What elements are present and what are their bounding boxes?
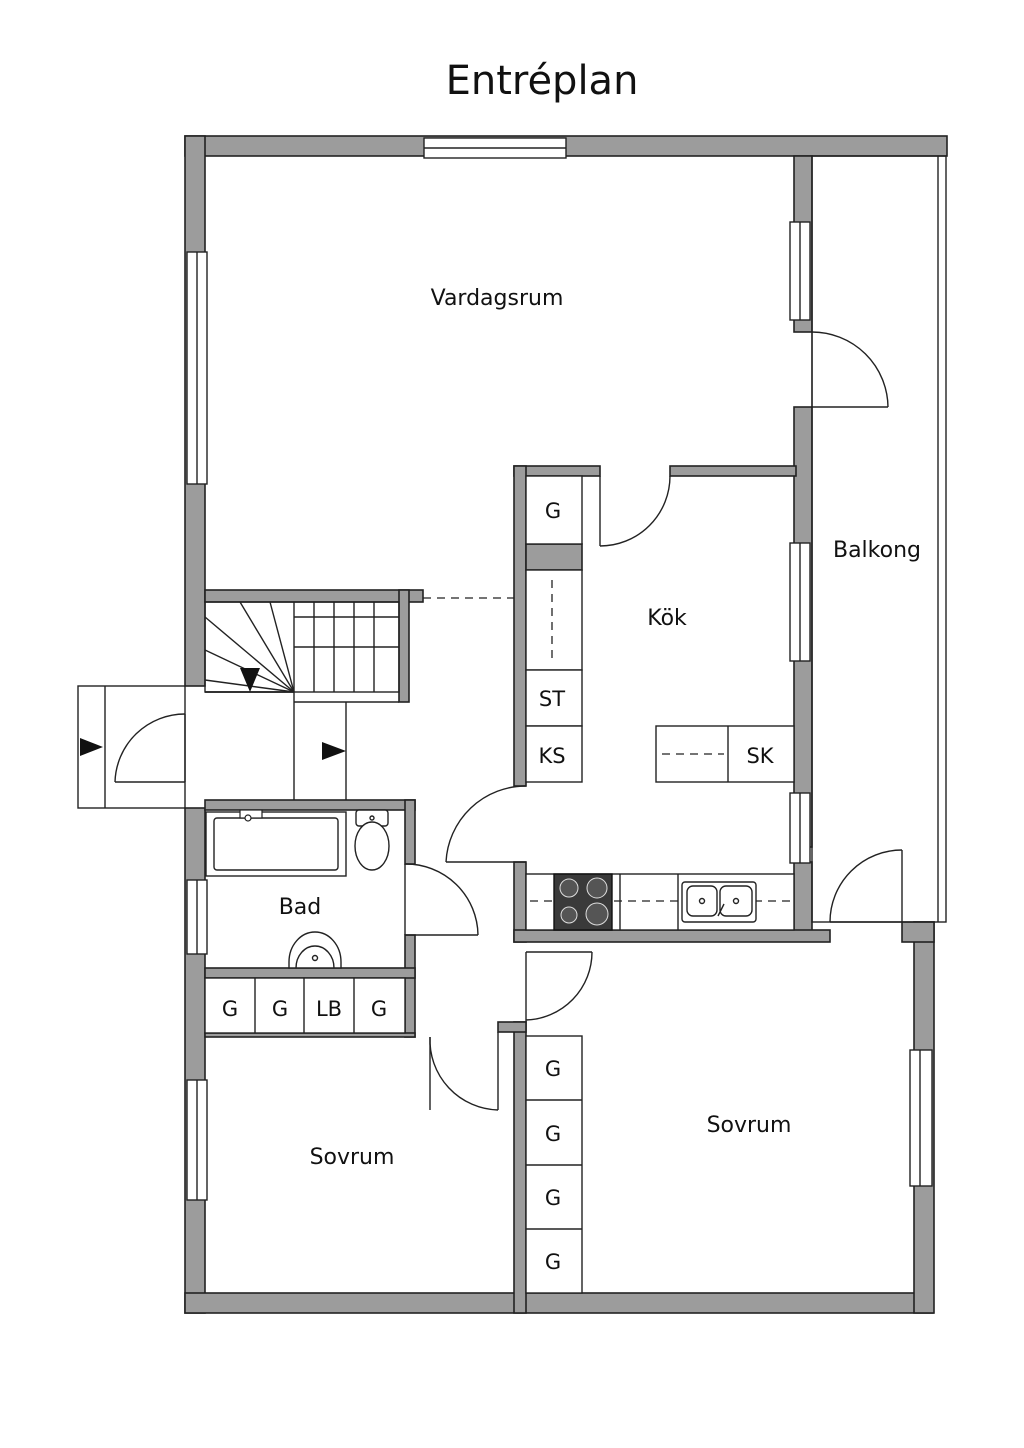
door-bedroom-right [525,951,593,1022]
door-kitchen-balcony [829,849,903,923]
hall-closet-label: G [272,997,288,1021]
bedroom-closets [525,1035,583,1294]
window-kitchen-lower [789,792,811,864]
kitchen-counter-left [525,569,583,671]
hall-closets [204,977,406,1034]
door-bathroom [404,863,479,936]
kitchen-fixtures [525,475,795,931]
hall-closet-label: G [222,997,238,1021]
bedroom-closet-label: G [545,1057,561,1081]
door-living-balcony [811,331,889,408]
staircase [80,597,514,800]
window-top [423,137,567,159]
room-label-sovrum-left: Sovrum [310,1145,395,1170]
stove-icon [553,873,613,931]
entrance-arrow-icon [80,738,103,756]
bathroom-fixtures [205,809,390,969]
door-kitchen-left [445,785,527,863]
sk-label: SK [746,744,774,768]
windows [186,137,933,1201]
bathtub-icon [205,809,347,877]
ks-label: KS [538,744,565,768]
st-cabinet [525,669,583,727]
window-right-living [789,221,811,321]
window-bedroom-right [909,1049,933,1187]
window-left-living [186,251,208,485]
kitchen-closet [525,475,583,545]
st-label: ST [539,687,565,711]
room-label-sovrum-right: Sovrum [707,1113,792,1138]
toilet-icon [354,809,390,871]
room-label-balkong: Balkong [833,538,921,563]
washbasin-icon [288,931,342,969]
room-label-kok: Kök [647,606,687,631]
door-bedroom-left [429,1032,499,1111]
window-kitchen-upper [789,542,811,662]
hall-closet-label: G [371,997,387,1021]
window-bathroom [186,879,208,955]
ks-cabinet [525,725,583,783]
room-label-bad: Bad [279,895,322,920]
kitchen-closet-label: G [545,499,561,523]
page-title: Entréplan [445,58,639,104]
kitchen-sink-icon [681,881,757,923]
doors [77,331,903,1111]
stair-arrow-down-icon [240,668,260,692]
room-label-vardagsrum: Vardagsrum [431,286,564,311]
door-kitchen-top [599,475,671,547]
stair-arrow-right-icon [322,742,346,760]
door-entrance [77,685,186,809]
bedroom-closet-label: G [545,1186,561,1210]
bedroom-closet-label: G [545,1122,561,1146]
hall-closet-label: LB [316,997,342,1021]
bedroom-closet-label: G [545,1250,561,1274]
window-bedroom-left [186,1079,208,1201]
